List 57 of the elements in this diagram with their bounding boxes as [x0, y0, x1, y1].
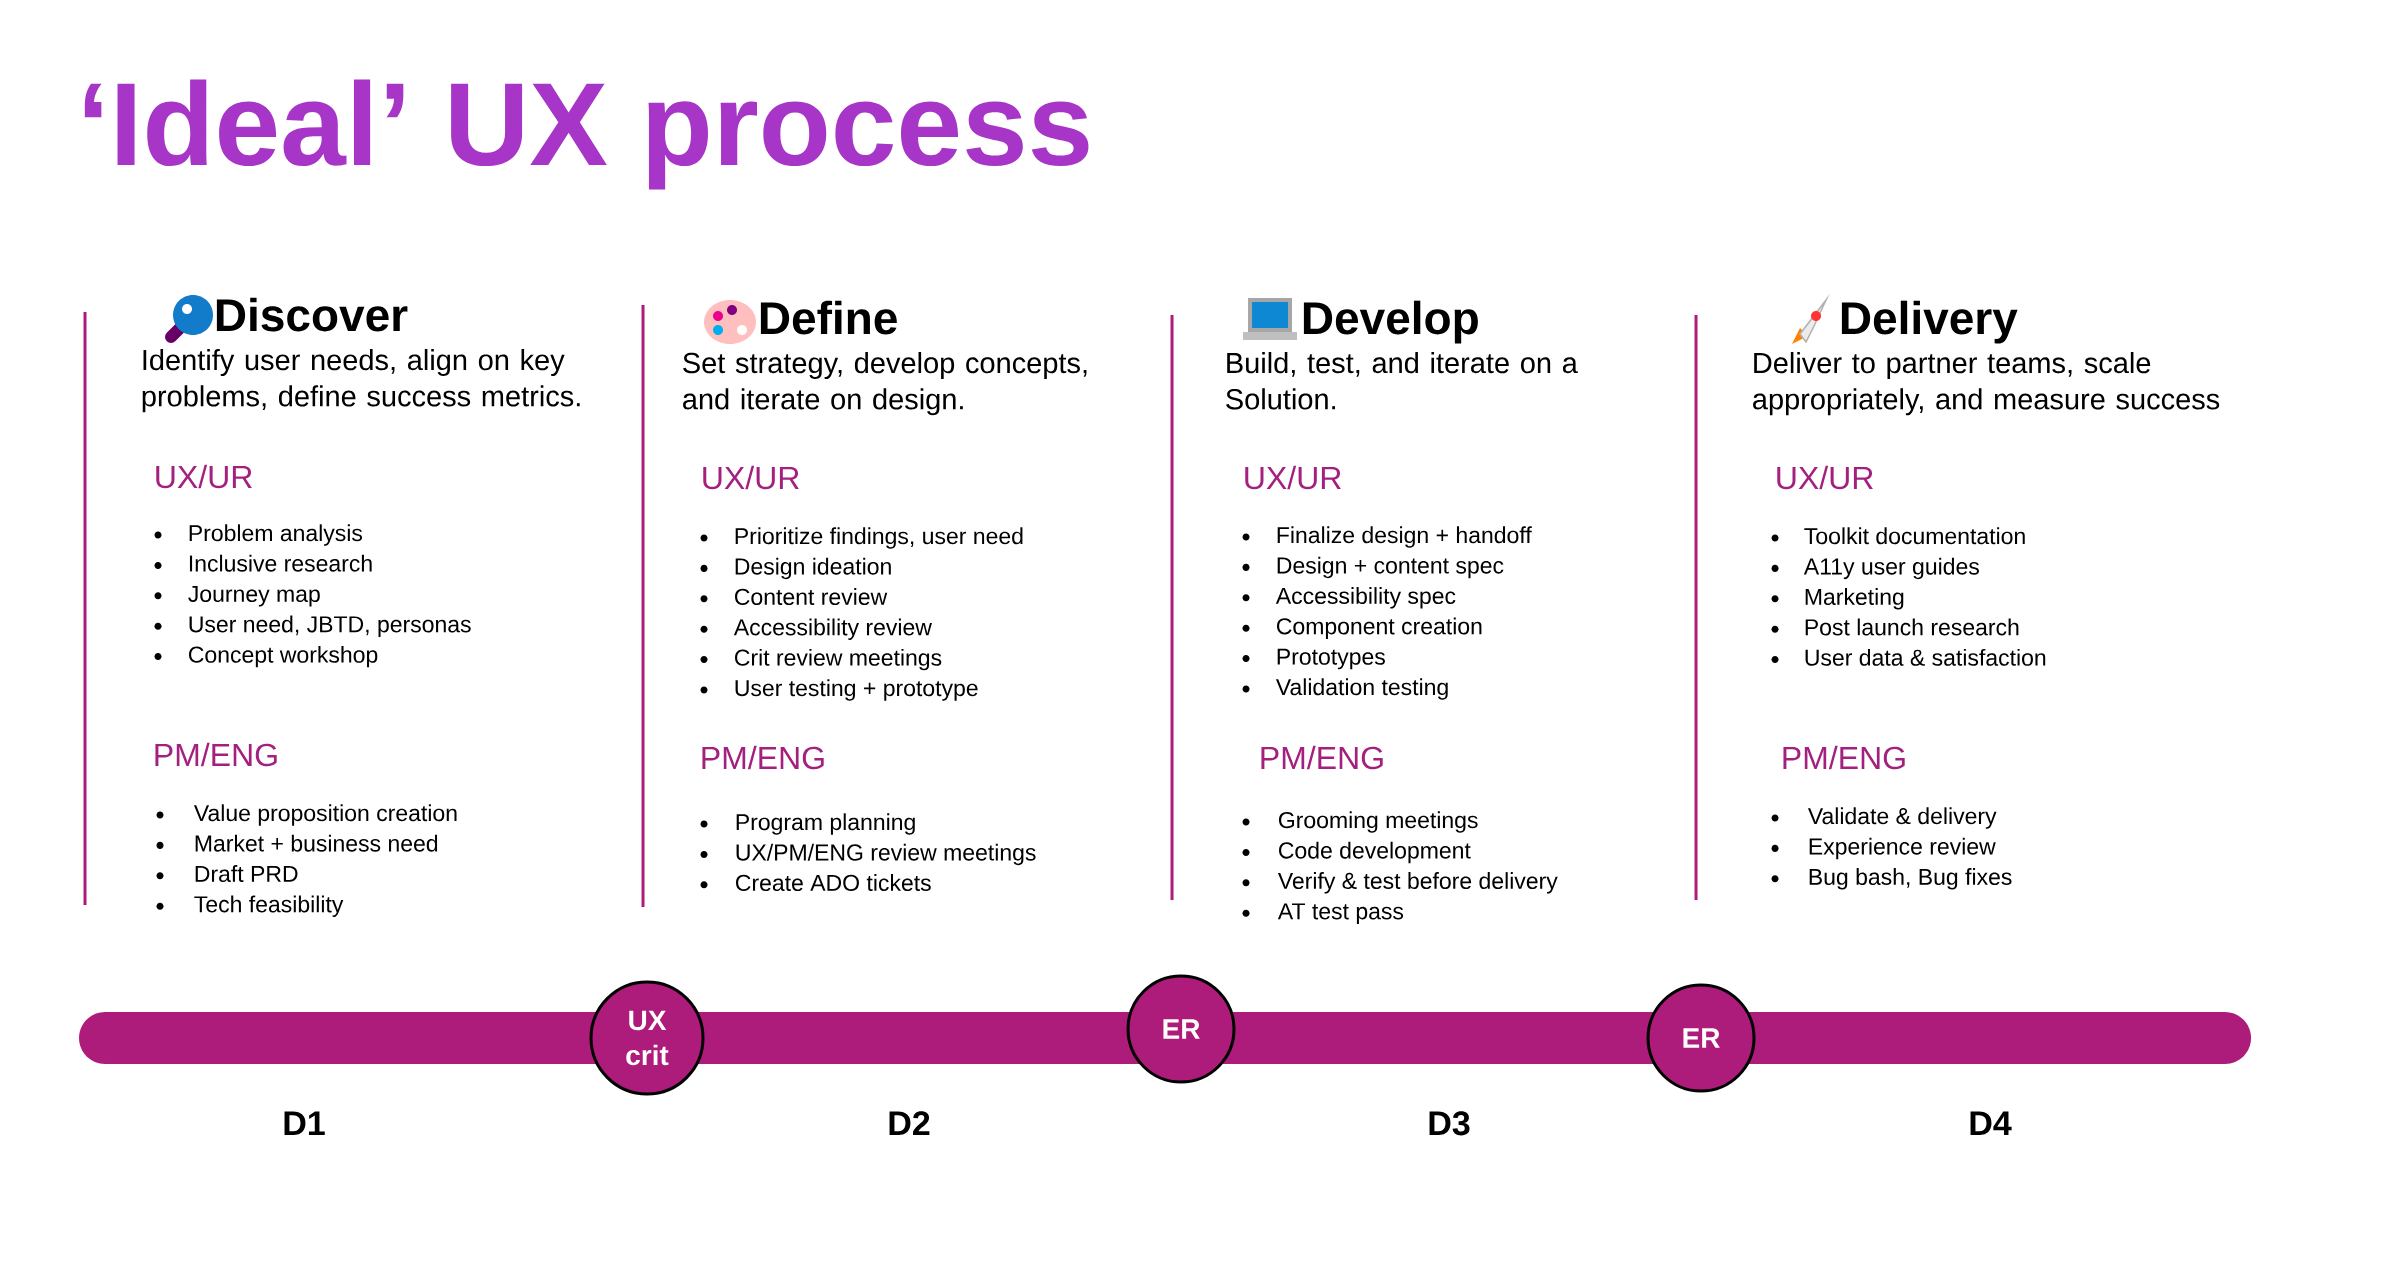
- list-item: Draft PRD: [156, 865, 298, 883]
- section-heading: PM/ENG: [1261, 745, 1383, 770]
- phase-heading: Delivery: [1841, 300, 2018, 344]
- phase-description: Set strategy, develop concepts, and iterate on design.: [683, 352, 1087, 416]
- list-item: Marketing: [1771, 588, 1904, 610]
- phase-heading: Define: [760, 300, 897, 335]
- list-item: Accessibility review: [700, 618, 932, 640]
- list-item: Concept workshop: [154, 645, 378, 668]
- list-item: Journey map: [154, 586, 320, 607]
- list-item: Inclusive research: [154, 554, 372, 572]
- list-item: AT test pass: [1242, 903, 1404, 924]
- list-item: Program planning: [700, 813, 915, 835]
- list-item: Bug bash, Bug fixes: [1771, 868, 2012, 890]
- phase-label: D1: [284, 1111, 325, 1135]
- list-item: UX/PM/ENG review meetings: [700, 843, 1036, 866]
- phase-description: Build, test, and iterate on a Solution.: [1226, 352, 1578, 410]
- list-item: Tech feasibility: [156, 895, 344, 917]
- phase-label: D3: [1429, 1111, 1470, 1136]
- list-item: A11y user guides: [1771, 557, 1979, 580]
- section-heading: PM/ENG: [155, 742, 277, 767]
- list-item: Component creation: [1242, 617, 1482, 639]
- section-heading: PM/ENG: [1783, 745, 1905, 770]
- phase-label: D4: [1970, 1111, 2012, 1135]
- list-item: Design ideation: [700, 557, 891, 580]
- list-item: Prototypes: [1242, 648, 1385, 670]
- list-item: Market + business need: [156, 834, 438, 852]
- list-item: User data & satisfaction: [1771, 648, 2046, 666]
- list-item: Finalize design + handoff: [1242, 526, 1532, 548]
- list-item: Accessibility spec: [1242, 587, 1456, 609]
- list-item: Toolkit documentation: [1771, 527, 2025, 545]
- section-heading: UX/UR: [1777, 465, 1873, 490]
- section-heading: UX/UR: [156, 464, 252, 489]
- list-item: User testing + prototype: [700, 679, 978, 701]
- list-item: Design + content spec: [1242, 556, 1504, 579]
- section-heading: UX/UR: [1245, 465, 1341, 490]
- list-item: Grooming meetings: [1242, 811, 1478, 833]
- list-item: Problem analysis: [154, 524, 363, 546]
- list-item: Experience review: [1771, 837, 1996, 860]
- list-item: User need, JBTD, personas: [154, 615, 471, 637]
- title: ‘Ideal’ UX process: [84, 79, 1089, 190]
- phase-label: D2: [889, 1111, 930, 1135]
- phase-description: Deliver to partner teams, scale appropriately, and measure success: [1753, 352, 2220, 416]
- list-item: Verify & test before delivery: [1242, 872, 1558, 894]
- list-item: Content review: [700, 588, 888, 606]
- section-heading: UX/UR: [703, 465, 799, 490]
- list-item: Create ADO tickets: [700, 874, 931, 892]
- list-item: Prioritize findings, user need: [700, 527, 1023, 549]
- list-item: Value proposition creation: [156, 804, 457, 826]
- list-item: Validate & delivery: [1771, 807, 1997, 829]
- list-item: Post launch research: [1771, 618, 2019, 636]
- phase-description: Identify user needs, align on key problems, define success metrics.: [142, 349, 580, 413]
- list-item: Code development: [1242, 841, 1471, 864]
- phase-heading: Discover: [216, 297, 408, 332]
- phase-heading: Develop: [1303, 300, 1478, 344]
- list-item: Crit review meetings: [700, 648, 942, 671]
- section-heading: PM/ENG: [702, 745, 824, 770]
- list-item: Validation testing: [1242, 678, 1448, 700]
